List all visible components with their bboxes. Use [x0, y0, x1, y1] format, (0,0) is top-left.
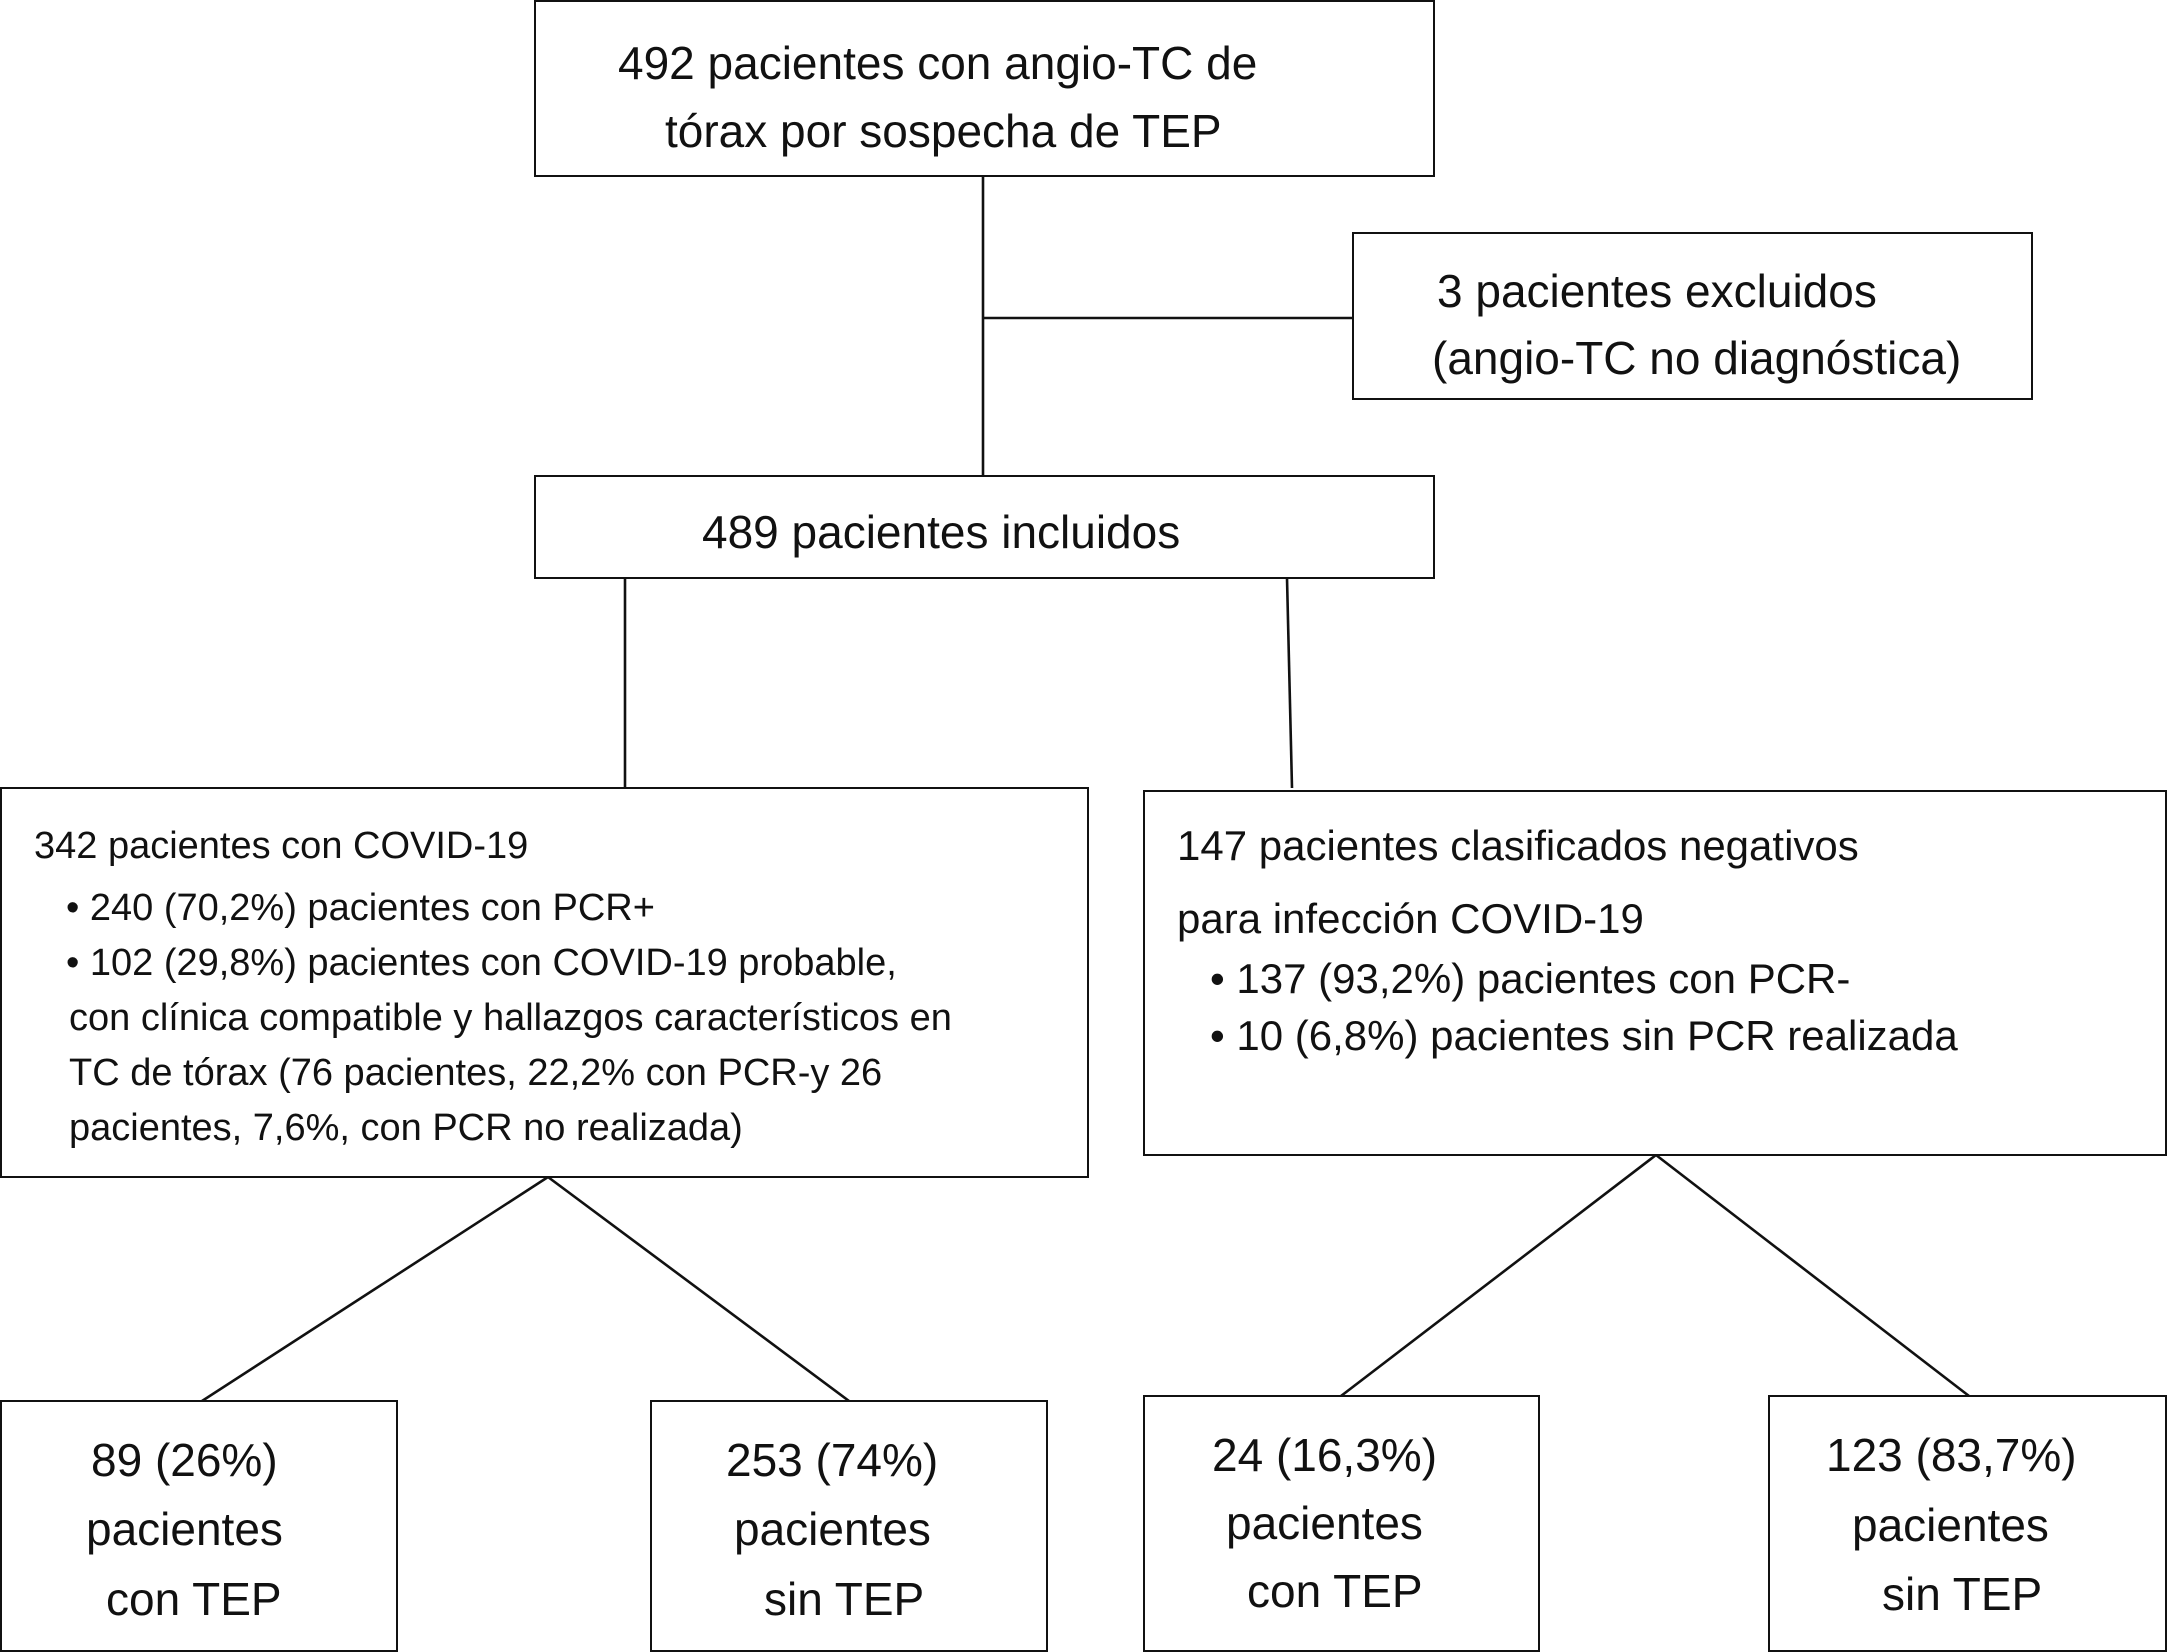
- screened-line-1: 492 pacientes con angio-TC de: [618, 37, 1258, 89]
- negative-line-2: para infección COVID-19: [1177, 895, 1644, 942]
- negative-line-4: • 10 (6,8%) pacientes sin PCR realizada: [1210, 1012, 1958, 1059]
- neg-tep-line-1: 24 (16,3%): [1212, 1429, 1438, 1481]
- excluded-line-2: (angio-TC no diagnóstica): [1432, 332, 1962, 384]
- connector-negative-to-no-tep: [1655, 1153, 1970, 1398]
- connector-negative-to-tep: [1340, 1153, 1657, 1398]
- covid-no-tep-line-1: 253 (74%): [726, 1434, 939, 1486]
- covid-line-2: • 240 (70,2%) pacientes con PCR+: [66, 887, 655, 929]
- connector-covid-to-tep: [201, 1175, 549, 1403]
- covid-line-5: TC de tórax (76 pacientes, 22,2% con PCR…: [69, 1052, 883, 1094]
- neg-no-tep-line-3: sin TEP: [1882, 1568, 2043, 1620]
- connector-covid-to-no-tep: [547, 1175, 850, 1403]
- neg-tep-line-2: pacientes: [1226, 1497, 1423, 1549]
- covid-tep-line-1: 89 (26%): [91, 1434, 278, 1486]
- box-negative-with-tep: 24 (16,3%) pacientes con TEP: [1143, 1395, 1540, 1652]
- box-screened-patients: 492 pacientes con angio-TC de tórax por …: [534, 0, 1435, 177]
- box-included-patients: 489 pacientes incluidos: [534, 475, 1435, 579]
- covid-line-3: • 102 (29,8%) pacientes con COVID-19 pro…: [66, 942, 897, 984]
- neg-tep-line-3: con TEP: [1247, 1565, 1423, 1617]
- neg-no-tep-line-1: 123 (83,7%): [1826, 1429, 2077, 1481]
- box-negative-patients: 147 pacientes clasificados negativos par…: [1143, 790, 2167, 1156]
- negative-line-3: • 137 (93,2%) pacientes con PCR-: [1210, 955, 1851, 1002]
- screened-line-2: tórax por sospecha de TEP: [665, 105, 1222, 157]
- covid-tep-line-2: pacientes: [86, 1503, 283, 1555]
- negative-line-1: 147 pacientes clasificados negativos: [1177, 822, 1859, 869]
- box-covid-without-tep: 253 (74%) pacientes sin TEP: [650, 1400, 1048, 1652]
- box-covid-patients: 342 pacientes con COVID-19 • 240 (70,2%)…: [0, 787, 1089, 1178]
- covid-line-6: pacientes, 7,6%, con PCR no realizada): [69, 1107, 743, 1149]
- covid-line-4: con clínica compatible y hallazgos carac…: [69, 997, 952, 1039]
- covid-no-tep-line-3: sin TEP: [764, 1573, 925, 1625]
- box-negative-without-tep: 123 (83,7%) pacientes sin TEP: [1768, 1395, 2167, 1652]
- included-line-1: 489 pacientes incluidos: [702, 506, 1181, 558]
- neg-no-tep-line-2: pacientes: [1852, 1499, 2049, 1551]
- excluded-line-1: 3 pacientes excluidos: [1437, 265, 1877, 317]
- covid-line-1: 342 pacientes con COVID-19: [34, 825, 529, 867]
- box-excluded-patients: 3 pacientes excluidos (angio-TC no diagn…: [1352, 232, 2033, 400]
- covid-tep-line-3: con TEP: [106, 1573, 282, 1625]
- box-covid-with-tep: 89 (26%) pacientes con TEP: [0, 1400, 398, 1652]
- connector-included-to-negative: [1285, 577, 1294, 789]
- covid-no-tep-line-2: pacientes: [734, 1503, 931, 1555]
